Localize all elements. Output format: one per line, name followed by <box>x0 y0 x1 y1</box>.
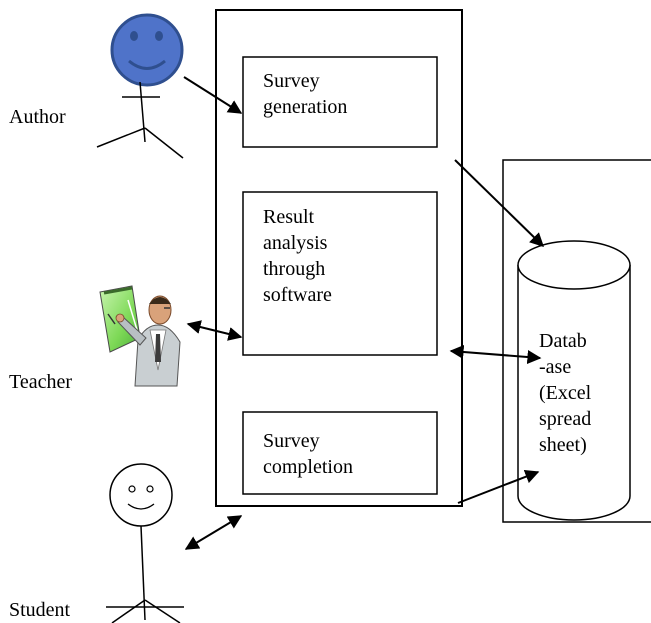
teacher-label: Teacher <box>9 371 72 393</box>
arrow-system-database <box>449 345 542 364</box>
arrow-generation-to-database <box>454 159 545 247</box>
survey-completion-label: Survey completion <box>263 430 353 478</box>
system-boundary <box>215 9 463 507</box>
arrow-author-to-generation <box>183 76 243 114</box>
survey-completion-box <box>242 411 438 495</box>
result-analysis-box <box>242 191 438 356</box>
survey-generation-box <box>242 56 438 148</box>
arrow-completion-to-database <box>457 470 540 504</box>
student-figure <box>106 463 184 623</box>
result-analysis-label: Result analysis through software <box>263 206 332 306</box>
database-cylinder <box>517 240 631 521</box>
student-label: Student <box>9 599 71 621</box>
database-label: Datab -ase (Excel spread sheet) <box>539 330 592 456</box>
author-label: Author <box>9 106 66 128</box>
database-container <box>502 159 651 523</box>
survey-generation-label: Survey generation <box>263 70 348 118</box>
arrow-student-system <box>184 515 243 550</box>
arrow-teacher-analysis <box>186 320 243 341</box>
author-figure <box>96 13 184 159</box>
teacher-figure <box>99 285 181 387</box>
